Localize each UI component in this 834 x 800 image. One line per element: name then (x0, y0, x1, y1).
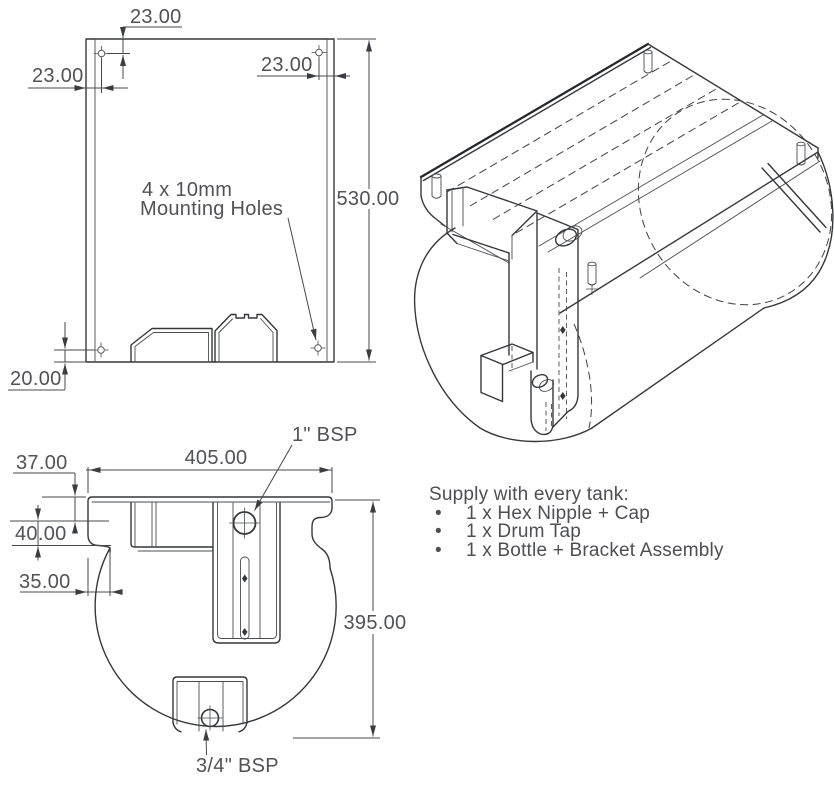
leader-line-mounting-holes (287, 217, 317, 341)
side-port-1in-bsp (229, 507, 260, 539)
supply-note-item: • 1 x Drum Tap (428, 521, 828, 542)
dim-front-hole-left: 23.00 (32, 65, 84, 87)
front-view: 23.00 23.00 23.00 530.00 20.00 (8, 6, 400, 391)
mounting-hole-bottom-right (310, 340, 326, 356)
supply-note-title: Supply with every tank: (429, 484, 629, 505)
iso-mounting-plate (419, 42, 827, 314)
supply-note-list: • 1 x Hex Nipple + Cap • 1 x Drum Tap • … (428, 502, 828, 561)
supply-note-item-text: 1 x Hex Nipple + Cap (466, 502, 651, 524)
mounting-hole-top-left (94, 46, 109, 61)
bullet-icon: • (435, 502, 442, 524)
dim-side-lip: 37.00 (16, 452, 68, 474)
front-view-geometry (85, 38, 335, 363)
dim-front-height: 530.00 (337, 188, 400, 210)
leader-line-1in-bsp (254, 444, 293, 511)
supply-note-item-text: 1 x Drum Tap (466, 521, 582, 542)
mounting-hole-top-right (311, 45, 327, 60)
dim-front-hole-right: 23.00 (261, 54, 313, 76)
supply-note: Supply with every tank: • 1 x Hex Nipple… (428, 484, 828, 561)
dim-front-hole-bottom: 20.00 (10, 368, 62, 390)
dim-side-flange: 40.00 (15, 523, 67, 545)
leader-line-34in-bsp (203, 729, 210, 756)
iso-corner-studs (431, 49, 806, 295)
supply-note-item: • 1 x Bottle + Bracket Assembly (428, 539, 828, 561)
front-view-dimensions: 23.00 23.00 23.00 530.00 20.00 (8, 6, 400, 391)
isometric-view (413, 42, 834, 443)
annotation-mounting-holes-line1: 4 x 10mm (142, 179, 232, 201)
iso-tank-cylinder (413, 98, 834, 443)
side-view: 405.00 37.00 40.00 35.00 395.00 (10, 424, 406, 777)
bullet-icon: • (435, 539, 442, 561)
iso-port-34in-bsp (531, 373, 555, 392)
iso-bracket-assembly (446, 186, 583, 436)
dim-side-width: 405.00 (185, 447, 248, 469)
side-port-34in-bsp (197, 705, 223, 731)
bullet-icon: • (435, 521, 442, 542)
supply-note-item-text: 1 x Bottle + Bracket Assembly (466, 539, 724, 561)
annotation-mounting-holes-line2: Mounting Holes (140, 198, 283, 220)
mounting-hole-bottom-left (93, 342, 109, 358)
dim-front-hole-top: 23.00 (130, 6, 182, 28)
dim-side-offset: 35.00 (19, 571, 71, 593)
supply-note-item: • 1 x Hex Nipple + Cap (428, 502, 828, 524)
dim-side-height: 395.00 (344, 612, 407, 634)
label-port-1in-bsp: 1" BSP (292, 424, 358, 446)
side-view-dimensions: 405.00 37.00 40.00 35.00 395.00 (10, 424, 406, 777)
iso-port-1in-bsp (554, 225, 583, 247)
side-view-geometry (87, 496, 337, 733)
label-port-34in-bsp: 3/4" BSP (196, 755, 279, 777)
